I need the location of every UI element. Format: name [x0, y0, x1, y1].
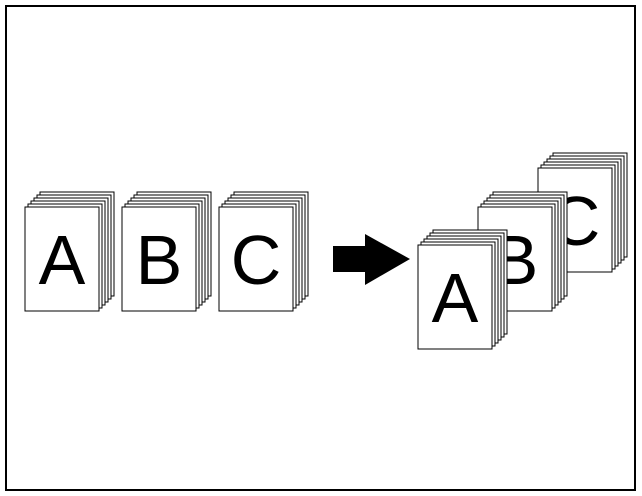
front-sheet	[218, 206, 294, 312]
before-stack-c: C	[218, 191, 309, 312]
stack-letter: B	[136, 221, 183, 299]
direction-arrow	[333, 234, 410, 285]
front-sheet	[121, 206, 197, 312]
front-sheet	[417, 244, 493, 350]
front-sheet	[24, 206, 100, 312]
after-stack-a: A	[417, 229, 508, 350]
before-stack-b: B	[121, 191, 212, 312]
after-stacks: CBA	[417, 152, 628, 350]
stack-letter: A	[432, 259, 479, 337]
stack-letter: C	[231, 221, 282, 299]
before-stack-a: A	[24, 191, 115, 312]
right-arrow-icon	[333, 234, 410, 285]
stack-letter: A	[39, 221, 86, 299]
